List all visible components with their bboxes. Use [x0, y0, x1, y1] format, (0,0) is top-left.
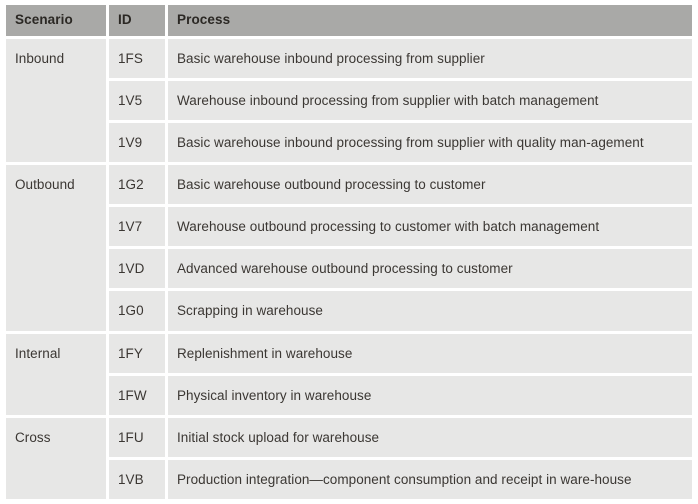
- column-header-process: Process: [168, 5, 692, 36]
- process-id-cell: 1G0: [109, 291, 165, 331]
- process-id-cell: 1VD: [109, 249, 165, 289]
- process-id-cell: 1FU: [109, 417, 165, 458]
- process-description-cell: Physical inventory in warehouse: [168, 375, 692, 415]
- column-header-scenario: Scenario: [6, 5, 106, 36]
- process-id-cell: 1FW: [109, 375, 165, 415]
- process-description-cell: Initial stock upload for warehouse: [168, 417, 692, 458]
- scenario-cell: Cross: [6, 417, 106, 500]
- process-description-cell: Production integration—component consump…: [168, 460, 692, 500]
- scenario-cell: Outbound: [6, 164, 106, 331]
- table-header: Scenario ID Process: [6, 5, 692, 36]
- process-id-cell: 1G2: [109, 164, 165, 205]
- process-id-cell: 1V9: [109, 122, 165, 162]
- scenario-cell: Internal: [6, 333, 106, 415]
- process-id-cell: 1FY: [109, 333, 165, 373]
- process-description-cell: Advanced warehouse outbound processing t…: [168, 249, 692, 289]
- process-id-cell: 1VB: [109, 460, 165, 500]
- process-id-cell: 1FS: [109, 38, 165, 78]
- column-header-id: ID: [109, 5, 165, 36]
- process-description-cell: Replenishment in warehouse: [168, 333, 692, 373]
- process-description-cell: Warehouse inbound processing from suppli…: [168, 80, 692, 120]
- table-header-row: Scenario ID Process: [6, 5, 692, 36]
- process-id-cell: 1V7: [109, 207, 165, 247]
- process-id-cell: 1V5: [109, 80, 165, 120]
- process-description-cell: Basic warehouse inbound processing from …: [168, 122, 692, 162]
- process-description-cell: Basic warehouse outbound processing to c…: [168, 164, 692, 205]
- process-description-cell: Warehouse outbound processing to custome…: [168, 207, 692, 247]
- process-description-cell: Scrapping in warehouse: [168, 291, 692, 331]
- scenario-cell: Inbound: [6, 38, 106, 162]
- process-description-cell: Basic warehouse inbound processing from …: [168, 38, 692, 78]
